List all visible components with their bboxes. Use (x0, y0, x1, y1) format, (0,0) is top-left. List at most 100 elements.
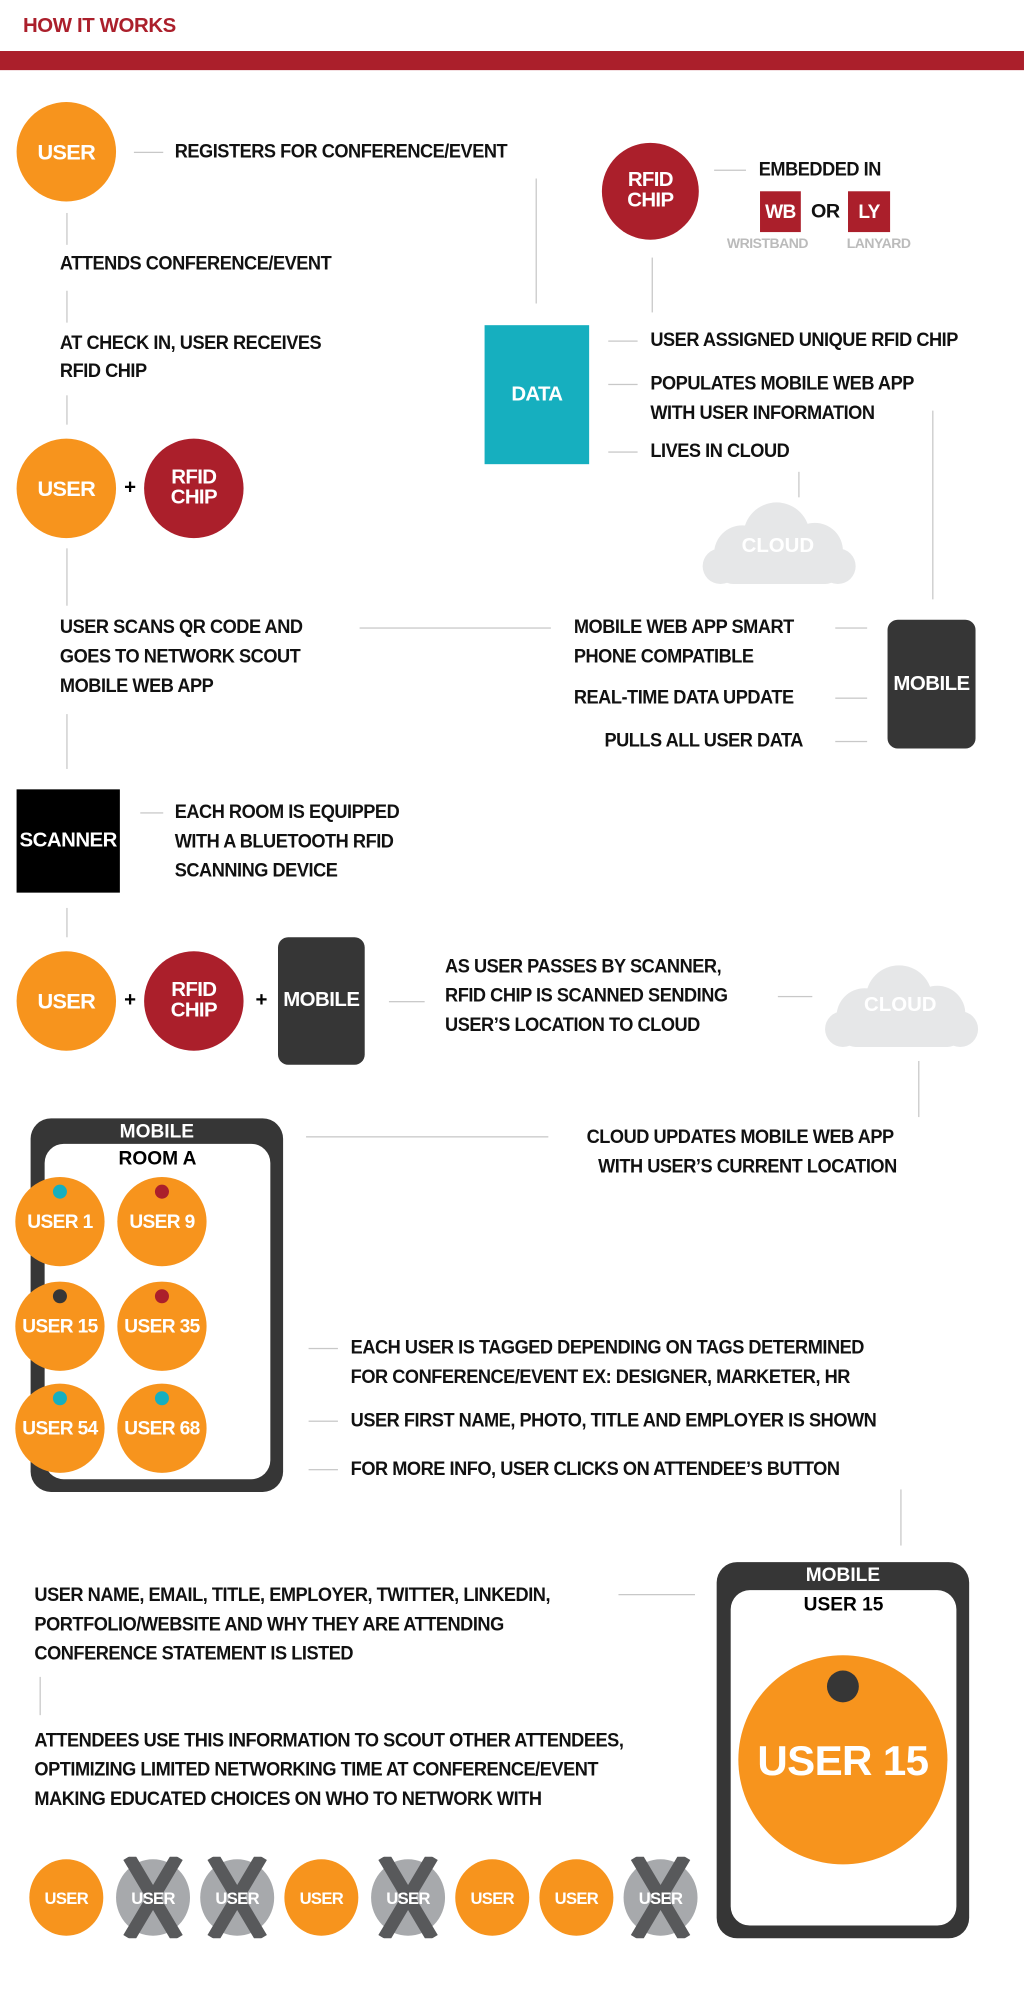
passes-text: AS USER PASSES BY SCANNER, (445, 955, 722, 978)
header-bar (0, 51, 1024, 71)
attendee-label: USER 9 (129, 1210, 195, 1233)
mobile-item-text: PULLS ALL USER DATA (604, 730, 803, 752)
tag-dot (52, 1391, 67, 1406)
user-circle: USER (16, 102, 117, 202)
phone-title: MOBILE (805, 1564, 881, 1587)
tag-dot (154, 1391, 169, 1406)
x-mark-icon (207, 1856, 267, 1939)
user-15-button[interactable]: USER 15 (738, 1655, 948, 1865)
attendee-label: USER 54 (22, 1417, 98, 1440)
user-label: USER (299, 1887, 344, 1908)
rejected-user-circle: USER (371, 1856, 446, 1939)
attends-text: ATTENDS CONFERENCE/EVENT (59, 253, 332, 275)
data-item-text: POPULATES MOBILE WEB APP (650, 372, 914, 395)
mobile-detail-phone: MOBILE USER 15 USER 15 (716, 1562, 970, 1939)
checkin-text: RFID CHIP (59, 360, 147, 382)
user-label: USER (638, 1887, 683, 1908)
cloud-label: CLOUD (741, 535, 815, 558)
checkin-text: AT CHECK IN, USER RECEIVES (59, 332, 322, 354)
attendee-button[interactable]: USER 1 (15, 1177, 105, 1267)
x-mark-icon (630, 1856, 691, 1939)
mobile-device: MOBILE (277, 937, 365, 1065)
listed-text: CONFERENCE STATEMENT IS LISTED (34, 1643, 354, 1665)
tagged-text: FOR CONFERENCE/EVENT EX: DESIGNER, MARKE… (350, 1366, 851, 1389)
lanyard-label: LANYARD (846, 236, 911, 252)
scanner-text: EACH ROOM IS EQUIPPED (174, 801, 400, 824)
user-circle: USER (539, 1859, 614, 1936)
passes-text: RFID CHIP IS SCANNED SENDING (445, 985, 728, 1007)
attendee-label: USER 1 (27, 1210, 93, 1233)
attendee-button[interactable]: USER 68 (117, 1383, 207, 1473)
wristband-box: WB (760, 191, 801, 233)
more-info-text: FOR MORE INFO, USER CLICKS ON ATTENDEE’S… (350, 1458, 840, 1480)
mobile-device: MOBILE (887, 619, 976, 749)
or-text: OR (811, 200, 840, 223)
user-label: USER (386, 1887, 430, 1908)
phone-title: MOBILE (119, 1120, 195, 1143)
cloud-icon: CLOUD (698, 500, 859, 589)
scout-text: MAKING EDUCATED CHOICES ON WHO TO NETWOR… (34, 1788, 542, 1811)
tag-dot (154, 1289, 169, 1304)
wristband-label: WRISTBAND (726, 236, 809, 252)
data-item-text: LIVES IN CLOUD (650, 440, 790, 463)
mobile-room-phone: MOBILE ROOM A USER 1 USER 9 USER 15 USER 35… (15, 1118, 284, 1492)
plus-sign: + (255, 989, 268, 1012)
x-mark-icon (123, 1856, 183, 1939)
plus-sign: + (124, 989, 137, 1012)
attendee-button[interactable]: USER 35 (117, 1281, 207, 1371)
cloud-label: CLOUD (864, 994, 937, 1017)
cloud-updates-text: CLOUD UPDATES MOBILE WEB APP (586, 1126, 895, 1149)
tag-dot (826, 1670, 859, 1703)
attendee-label: USER 68 (124, 1417, 200, 1440)
scanner-text: WITH A BLUETOOTH RFID (174, 830, 394, 853)
user-label: USER (131, 1887, 175, 1908)
user-circle: USER (16, 438, 117, 539)
scout-text: OPTIMIZING LIMITED NETWORKING TIME AT CO… (34, 1759, 599, 1781)
attendee-button[interactable]: USER 15 (15, 1281, 105, 1371)
user-circle: USER (29, 1859, 104, 1936)
rejected-user-circle: USER (623, 1856, 698, 1939)
scan-qr-text: GOES TO NETWORK SCOUT (59, 645, 301, 668)
detail-title: USER 15 (803, 1594, 884, 1616)
data-item-text: USER ASSIGNED UNIQUE RFID CHIP (650, 329, 958, 352)
tag-dot (154, 1184, 169, 1199)
passes-text: USER’S LOCATION TO CLOUD (445, 1014, 700, 1037)
cloud-icon: CLOUD (820, 963, 981, 1052)
embedded-text: EMBEDDED IN (758, 158, 882, 181)
mobile-item-text: REAL-TIME DATA UPDATE (573, 686, 794, 709)
rejected-user-circle: USER (116, 1856, 191, 1939)
mobile-item-text: PHONE COMPATIBLE (573, 645, 754, 668)
lanyard-box: LY (848, 191, 891, 233)
attendee-button[interactable]: USER 54 (15, 1383, 105, 1473)
tag-dot (52, 1184, 67, 1199)
page-title: HOW IT WORKS (22, 15, 176, 37)
shown-text: USER FIRST NAME, PHOTO, TITLE AND EMPLOY… (350, 1409, 877, 1432)
data-box: DATA (484, 325, 590, 465)
listed-text: USER NAME, EMAIL, TITLE, EMPLOYER, TWITT… (34, 1584, 551, 1607)
user-label: USER (215, 1887, 259, 1908)
plus-sign: + (124, 476, 137, 499)
room-title: ROOM A (118, 1147, 197, 1170)
attendee-label: USER 15 (22, 1315, 98, 1338)
attendee-button[interactable]: USER 9 (117, 1177, 207, 1267)
mobile-item-text: MOBILE WEB APP SMART (573, 616, 794, 639)
scan-qr-text: MOBILE WEB APP (59, 675, 214, 697)
scan-qr-text: USER SCANS QR CODE AND (59, 616, 303, 639)
cloud-updates-text: WITH USER’S CURRENT LOCATION (598, 1155, 897, 1178)
attendee-label: USER 35 (124, 1315, 200, 1338)
x-mark-icon (378, 1856, 438, 1939)
tag-dot (52, 1289, 67, 1304)
scanner-text: SCANNING DEVICE (174, 860, 338, 882)
user-circle: USER (455, 1859, 530, 1936)
user-label: USER (470, 1887, 514, 1908)
listed-text: PORTFOLIO/WEBSITE AND WHY THEY ARE ATTEN… (34, 1613, 504, 1636)
registers-text: REGISTERS FOR CONFERENCE/EVENT (174, 140, 508, 163)
scanner-box: SCANNER (16, 789, 120, 893)
user-label: USER (554, 1887, 599, 1908)
tagged-text: EACH USER IS TAGGED DEPENDING ON TAGS DE… (350, 1337, 865, 1359)
user-circle: USER (284, 1859, 359, 1936)
